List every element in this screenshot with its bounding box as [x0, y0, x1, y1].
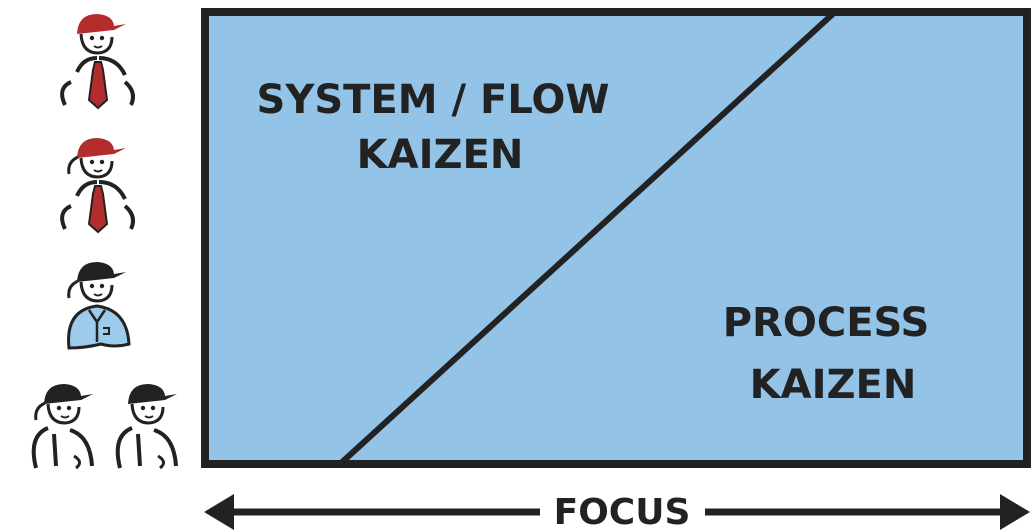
arrow-left-icon	[204, 494, 234, 530]
manager-figure-icon	[60, 14, 135, 110]
system-flow-label-line2: KAIZEN	[357, 132, 524, 178]
focus-axis: FOCUS	[204, 492, 1030, 532]
focus-axis-label: FOCUS	[554, 492, 691, 532]
process-label-line2: KAIZEN	[750, 362, 917, 408]
process-label-line1: PROCESS	[723, 300, 930, 346]
focus-matrix	[201, 8, 1031, 468]
matrix-box	[201, 8, 1031, 468]
manager-ponytail-figure-icon	[60, 138, 135, 234]
diagonal-divider	[337, 9, 838, 467]
process-kaizen-label: PROCESS KAIZEN	[723, 300, 944, 408]
supervisor-figure-icon	[67, 262, 131, 350]
system-flow-label-line1: SYSTEM / FLOW	[257, 77, 610, 123]
arrow-right-icon	[1000, 494, 1030, 530]
system-flow-kaizen-label: SYSTEM / FLOW KAIZEN	[257, 77, 624, 178]
worker-figure-icon	[115, 384, 178, 470]
worker-ponytail-figure-icon	[31, 384, 94, 470]
